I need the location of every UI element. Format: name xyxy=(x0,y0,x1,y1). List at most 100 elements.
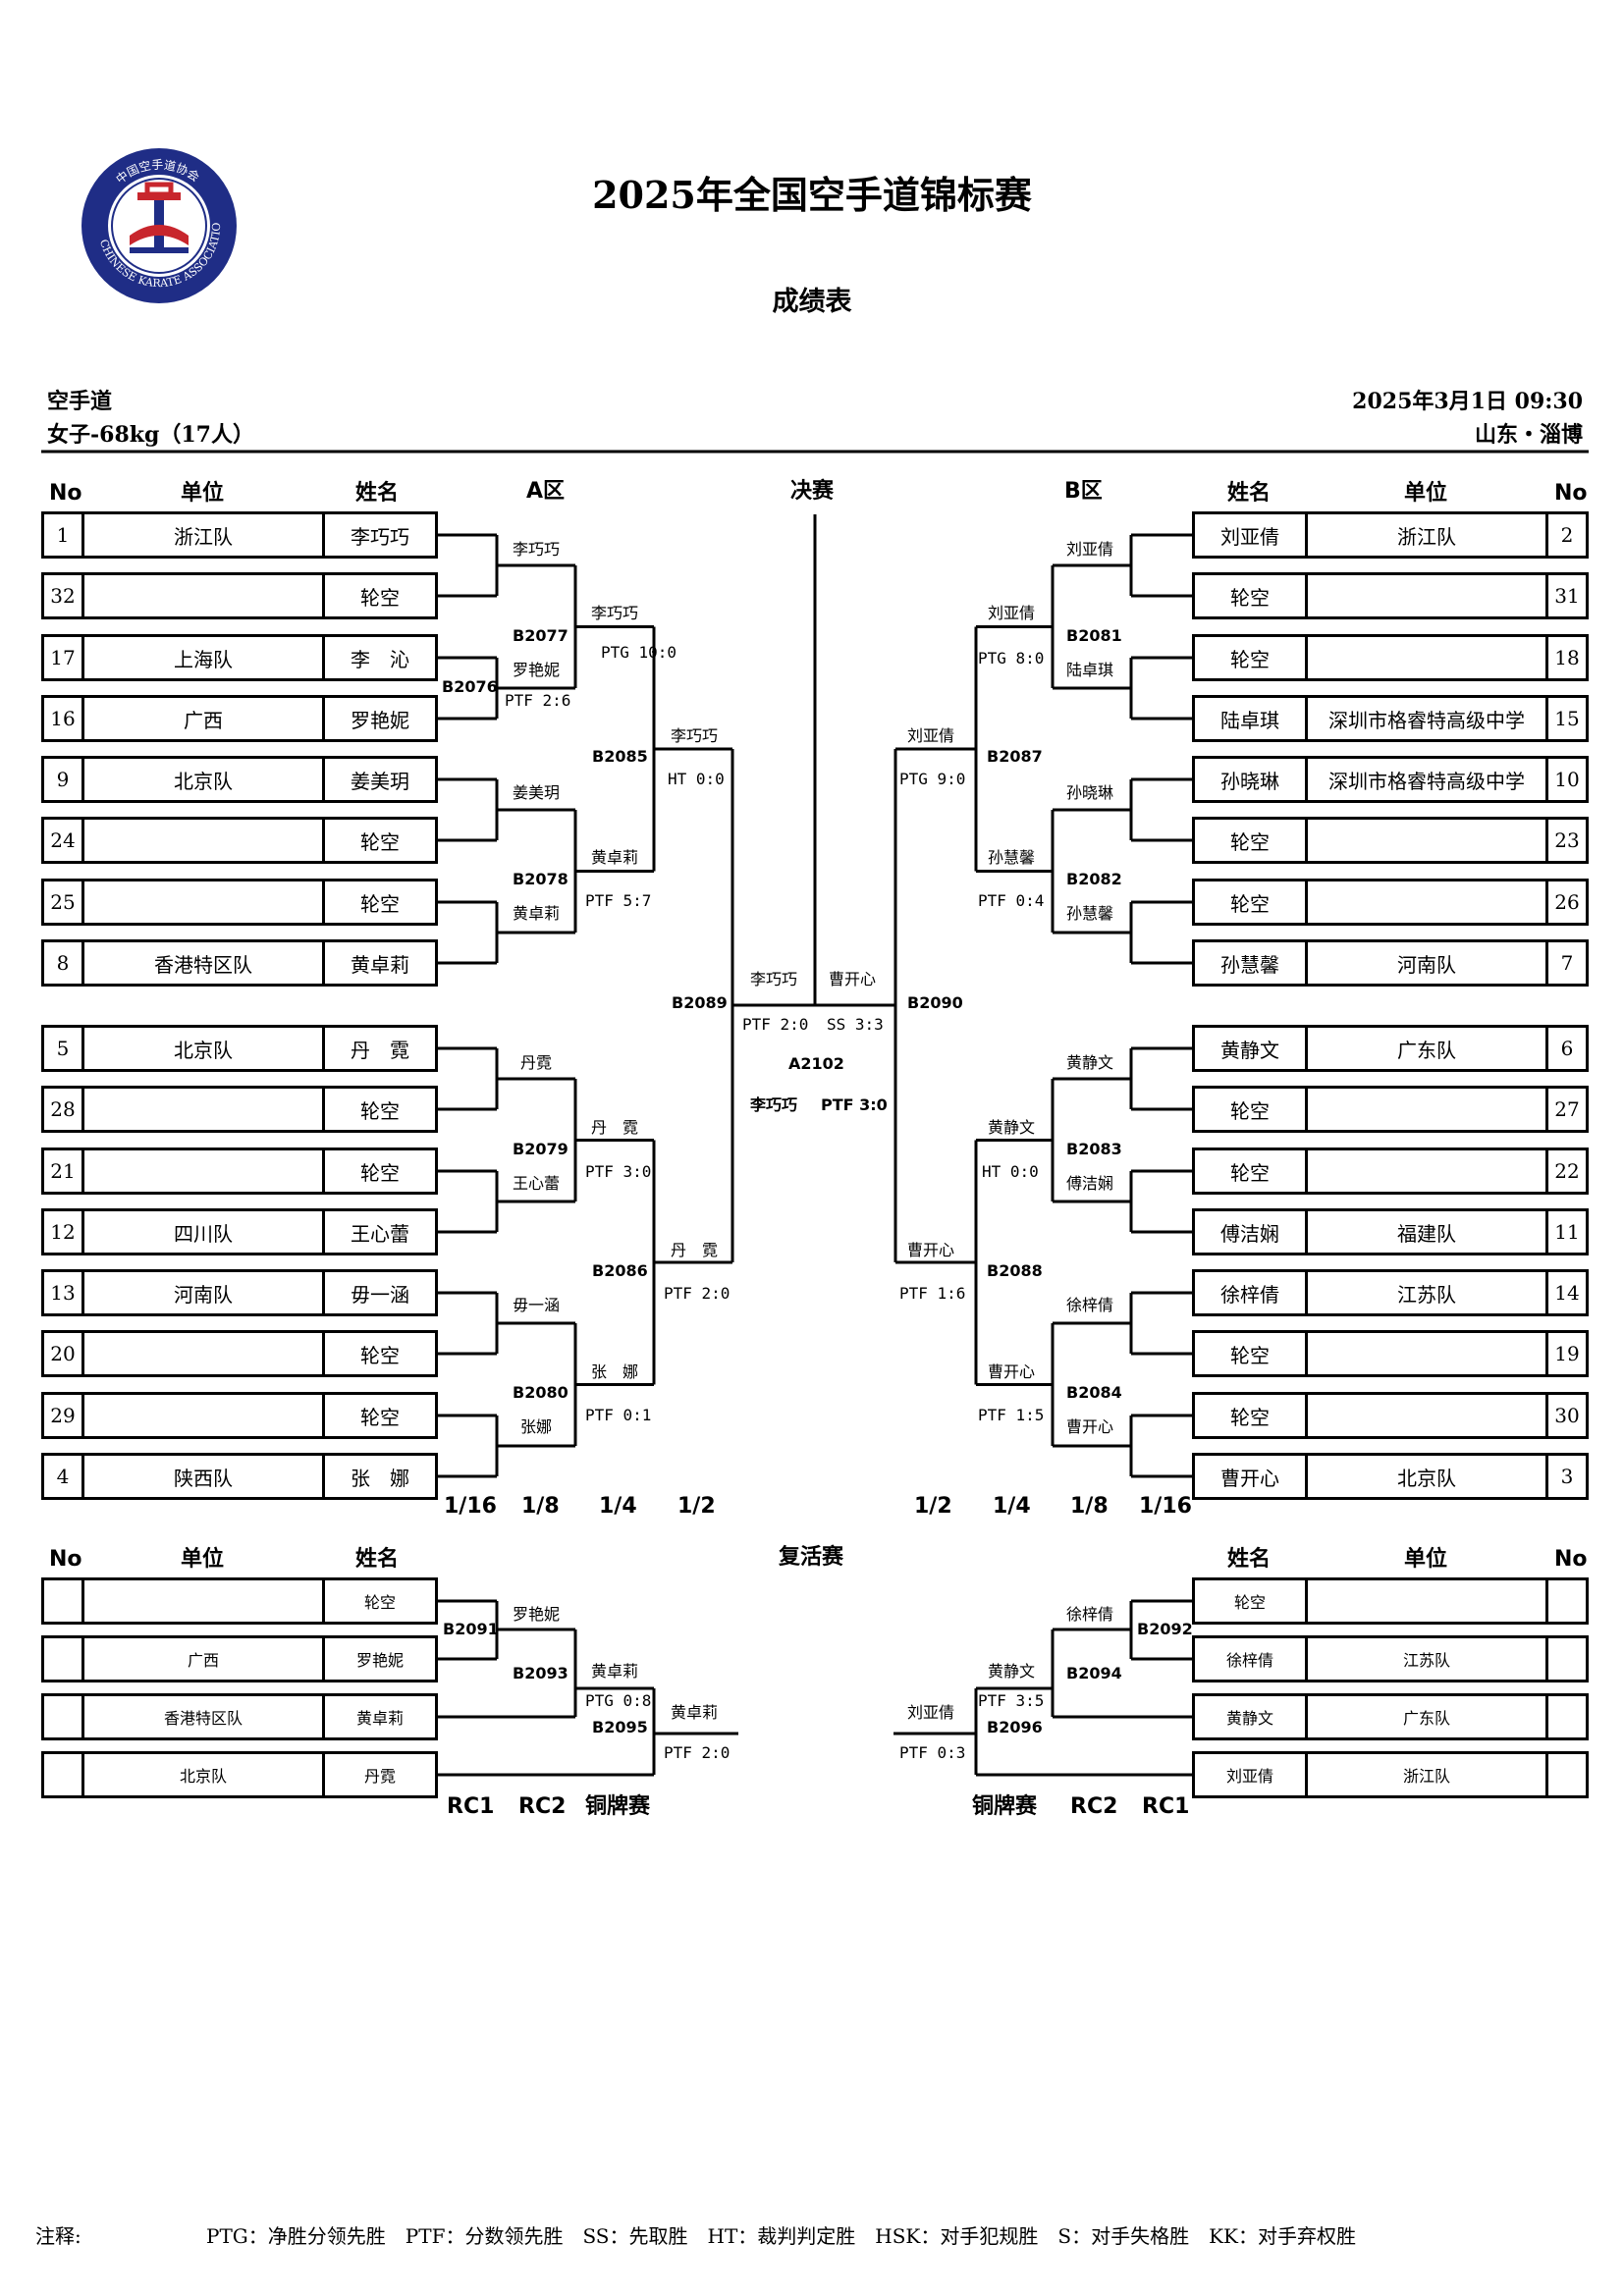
entry-name: 刘亚倩 xyxy=(1192,511,1308,559)
entry-no: 2 xyxy=(1545,511,1589,559)
entry-name: 丹 霓 xyxy=(322,1025,438,1072)
entry-name: 徐梓倩 xyxy=(1192,1269,1308,1316)
winner-label: 张 娜 xyxy=(591,1362,639,1381)
entry-no: 27 xyxy=(1545,1086,1589,1133)
winner-label: 罗艳妮 xyxy=(513,661,561,679)
entry-unit xyxy=(81,1577,325,1625)
entry-no xyxy=(1545,1751,1589,1798)
final-right-score: SS 3:3 xyxy=(827,1015,884,1034)
entry-no: 17 xyxy=(41,634,84,681)
winner-label: 黄卓莉 xyxy=(591,848,639,867)
entry-unit: 浙江队 xyxy=(1305,1751,1548,1798)
winner-label: 罗艳妮 xyxy=(513,1605,561,1624)
entry-unit xyxy=(81,1330,325,1377)
entry-unit: 福建队 xyxy=(1305,1208,1548,1255)
footer-label: 注释: xyxy=(35,2224,81,2248)
bout-score: PTF 2:0 xyxy=(664,1284,731,1303)
final-right-name: 曹开心 xyxy=(829,970,877,988)
col-no-left: No xyxy=(49,1547,82,1572)
entry-no: 20 xyxy=(41,1330,84,1377)
winner-label: 孙慧馨 xyxy=(988,848,1036,867)
entry-unit: 陕西队 xyxy=(81,1453,325,1500)
round-label: 1/4 xyxy=(599,1494,637,1519)
entry-name: 轮空 xyxy=(1192,879,1308,926)
round-label: 1/2 xyxy=(914,1494,952,1519)
entry-unit: 河南队 xyxy=(1305,939,1548,987)
entry-name: 轮空 xyxy=(322,1330,438,1377)
entry-no: 23 xyxy=(1545,817,1589,864)
winner-label: 黄静文 xyxy=(988,1118,1036,1137)
bout-code: B2093 xyxy=(513,1664,568,1682)
winner-label: 李巧巧 xyxy=(671,726,719,745)
round-label: RC1 xyxy=(1142,1794,1190,1819)
entry-unit: 北京队 xyxy=(81,1025,325,1072)
winner-label: 毋一涵 xyxy=(513,1296,561,1314)
final-left-score: PTF 2:0 xyxy=(742,1015,809,1034)
round-label: 铜牌赛 xyxy=(972,1794,1038,1819)
entry-unit xyxy=(81,1148,325,1195)
bout-score: PTG 10:0 xyxy=(601,643,677,662)
winner-label: 陆卓琪 xyxy=(1066,661,1114,679)
entry-name: 罗艳妮 xyxy=(322,695,438,742)
col-no-right: No xyxy=(1554,481,1588,506)
entry-unit: 深圳市格睿特高级中学 xyxy=(1305,695,1548,742)
entry-name: 黄卓莉 xyxy=(322,939,438,987)
bout-score: PTF 2:0 xyxy=(664,1743,731,1762)
entry-name: 毋一涵 xyxy=(322,1269,438,1316)
entry-name: 孙晓琳 xyxy=(1192,756,1308,803)
bout-code: B2083 xyxy=(1066,1140,1122,1158)
col-name-left: 姓名 xyxy=(355,481,400,506)
round-label: 1/16 xyxy=(444,1494,497,1519)
entry-unit: 广西 xyxy=(81,1635,325,1682)
bout-code: B2094 xyxy=(1066,1664,1122,1682)
bout-code: B2086 xyxy=(592,1261,648,1280)
bout-score: HT 0:0 xyxy=(668,770,725,788)
footer-legend: PTG：净胜分领先胜 PTF：分数领先胜 SS：先取胜 HT：裁判判定胜 HSK… xyxy=(206,2224,1356,2248)
winner-label: 孙晓琳 xyxy=(1066,783,1114,802)
round-label: 1/2 xyxy=(677,1494,716,1519)
entry-name: 李巧巧 xyxy=(322,511,438,559)
winner-label: 刘亚倩 xyxy=(907,1703,955,1722)
col-name-left: 姓名 xyxy=(355,1547,400,1572)
entry-unit: 浙江队 xyxy=(1305,511,1548,559)
bout-code: B2092 xyxy=(1137,1620,1193,1638)
entry-no: 22 xyxy=(1545,1148,1589,1195)
round-label: 1/8 xyxy=(1070,1494,1109,1519)
bout-code: B2090 xyxy=(907,993,963,1012)
entry-name: 轮空 xyxy=(1192,1330,1308,1377)
bout-code: B2089 xyxy=(672,993,728,1012)
bout-code: B2079 xyxy=(513,1140,568,1158)
entry-unit xyxy=(81,1086,325,1133)
bout-score: PTG 9:0 xyxy=(899,770,966,788)
bout-score: PTF 2:6 xyxy=(505,691,571,710)
entry-name: 轮空 xyxy=(322,879,438,926)
entry-unit: 深圳市格睿特高级中学 xyxy=(1305,756,1548,803)
bout-code: B2088 xyxy=(987,1261,1043,1280)
winner-label: 张娜 xyxy=(520,1417,553,1436)
sport-label: 空手道 xyxy=(47,389,113,414)
bout-score: PTG 8:0 xyxy=(978,649,1045,667)
bout-score: PTG 0:8 xyxy=(585,1691,652,1710)
col-zone-b: B区 xyxy=(1064,479,1103,504)
bout-code: B2081 xyxy=(1066,626,1122,645)
bout-score: PTF 5:7 xyxy=(585,891,652,910)
entry-unit: 北京队 xyxy=(81,1751,325,1798)
repechage-title: 复活赛 xyxy=(779,1545,844,1570)
winner-label: 徐梓倩 xyxy=(1066,1296,1114,1314)
bout-score: PTF 1:6 xyxy=(899,1284,966,1303)
entry-unit: 广东队 xyxy=(1305,1693,1548,1740)
entry-name: 李 沁 xyxy=(322,634,438,681)
bout-score: PTF 0:1 xyxy=(585,1406,652,1424)
entry-unit: 四川队 xyxy=(81,1208,325,1255)
entry-name: 轮空 xyxy=(322,572,438,619)
entry-unit xyxy=(1305,1086,1548,1133)
winner-label: 曹开心 xyxy=(1066,1417,1114,1436)
entry-name: 轮空 xyxy=(322,1148,438,1195)
winner-label: 刘亚倩 xyxy=(988,604,1036,622)
winner-label: 黄卓莉 xyxy=(513,904,561,923)
winner-label: 黄静文 xyxy=(1066,1053,1114,1072)
entry-name: 轮空 xyxy=(1192,1148,1308,1195)
entry-name: 轮空 xyxy=(1192,572,1308,619)
winner-label: 李巧巧 xyxy=(591,604,639,622)
winner-label: 刘亚倩 xyxy=(907,726,955,745)
